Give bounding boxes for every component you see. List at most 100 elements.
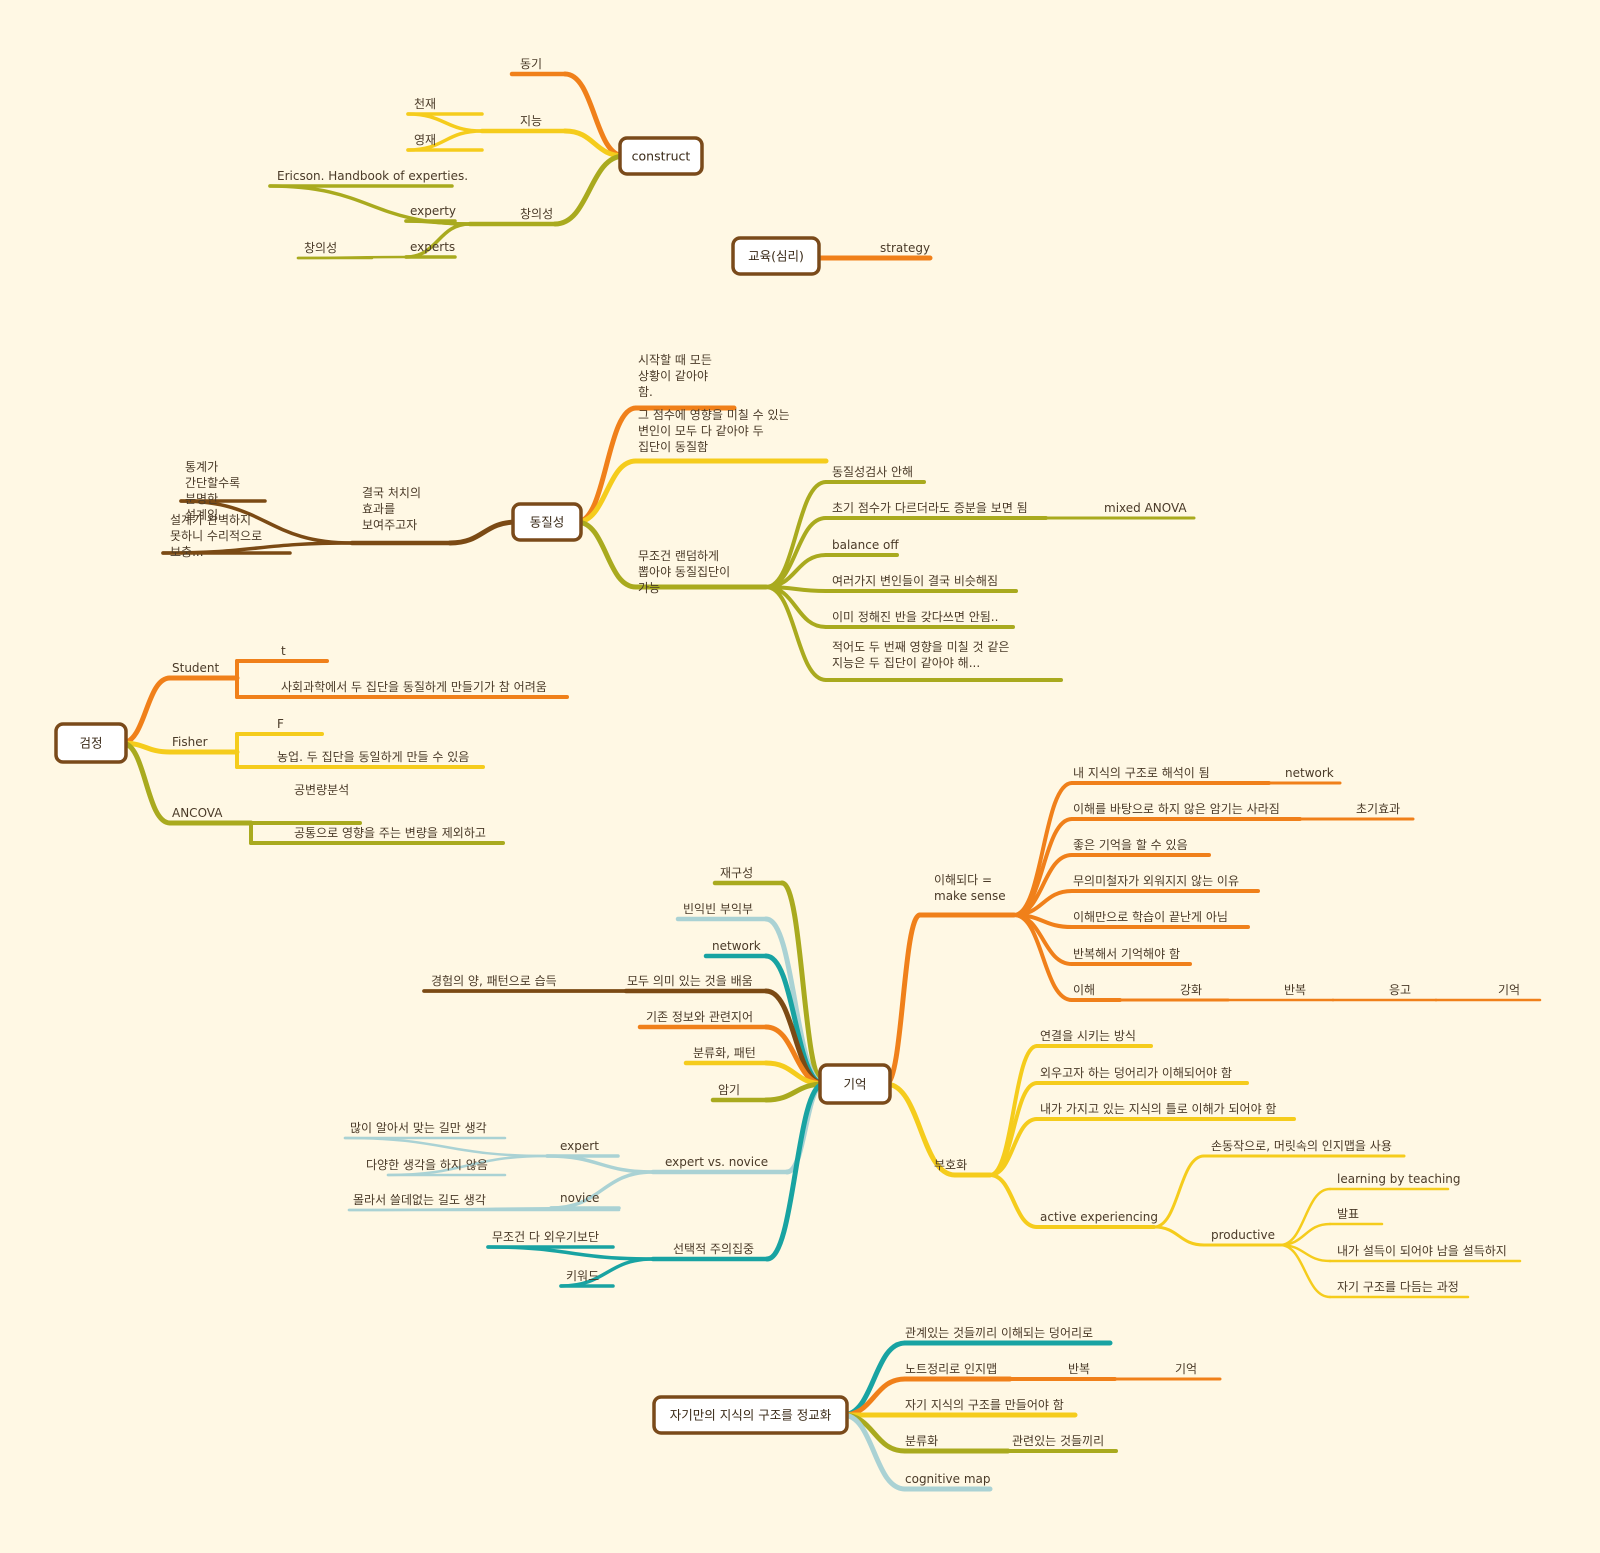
topic-label-3-1[interactable]: Fisher xyxy=(172,735,208,749)
topic-label-4-9-4[interactable]: 이해만으로 학습이 끝난게 아님 xyxy=(1073,910,1228,924)
topic-label-4-0[interactable]: 재구성 xyxy=(720,866,753,880)
topic-label-4-7-1-0[interactable]: 몰라서 쓸데없는 길도 생각 xyxy=(353,1193,486,1207)
topic-label-4-6[interactable]: 암기 xyxy=(718,1083,740,1097)
central-topic-3[interactable]: 검정 xyxy=(54,722,128,764)
topic-label-3-1-0[interactable]: F xyxy=(277,717,284,731)
topic-label-4-9-0-0[interactable]: network xyxy=(1285,766,1334,780)
topic-label-3-1-1[interactable]: 농업. 두 집단을 동일하게 만들 수 있음 xyxy=(277,750,469,764)
topic-label-0-1[interactable]: 지능 xyxy=(520,114,542,128)
topic-label-4-7[interactable]: expert vs. novice xyxy=(665,1155,768,1169)
topic-label-3-2[interactable]: ANCOVA xyxy=(172,806,223,820)
topic-label-5-2[interactable]: 자기 지식의 구조를 만들어야 함 xyxy=(905,1398,1064,1412)
topic-label-3-0-1[interactable]: 사회과학에서 두 집단을 동질하게 만들기가 참 어려움 xyxy=(281,680,547,694)
connector-2-2-5 xyxy=(764,585,828,682)
connector-4-9 xyxy=(883,912,923,1087)
connector-2-2 xyxy=(574,519,639,590)
topic-label-4-10[interactable]: 부호화 xyxy=(934,1158,967,1172)
topic-label-4-3[interactable]: 모두 의미 있는 것을 배움 xyxy=(627,974,753,988)
topic-label-4-3-0[interactable]: 경험의 양, 패턴으로 습득 xyxy=(431,974,557,988)
topic-label-2-2-2[interactable]: balance off xyxy=(832,538,899,552)
topic-label-4-9-6-0-0[interactable]: 반복 xyxy=(1284,983,1306,997)
topic-label-4-9[interactable]: 이해되다 =make sense xyxy=(934,873,1006,903)
topic-label-4-8-0[interactable]: 무조건 다 외우기보단 xyxy=(492,1230,599,1244)
topic-label-4-10-3-1-0[interactable]: learning by teaching xyxy=(1337,1172,1461,1186)
topic-label-4-1[interactable]: 빈익빈 부익부 xyxy=(683,902,753,916)
topic-label-4-9-0[interactable]: 내 지식의 구조로 해석이 됨 xyxy=(1073,766,1210,780)
connector-2-3 xyxy=(447,519,520,546)
topic-label-4-9-6[interactable]: 이해 xyxy=(1073,983,1095,997)
topic-label-0-2[interactable]: 창의성 xyxy=(520,207,553,221)
topic-label-3-0[interactable]: Student xyxy=(172,661,220,675)
topic-label-4-9-6-0-0-0-0[interactable]: 기억 xyxy=(1498,983,1520,997)
topic-label-4-10-3-1[interactable]: productive xyxy=(1211,1228,1275,1242)
topic-label-0-1-0[interactable]: 천재 xyxy=(414,96,436,111)
topic-label-4-2[interactable]: network xyxy=(712,939,761,953)
topic-label-4-7-1[interactable]: novice xyxy=(560,1191,599,1205)
topic-label-5-1-0-0[interactable]: 기억 xyxy=(1175,1362,1197,1376)
topic-label-5-3-0[interactable]: 관련있는 것들끼리 xyxy=(1012,1434,1104,1448)
topic-label-4-9-1[interactable]: 이해를 바탕으로 하지 않은 암기는 사라짐 xyxy=(1073,802,1280,816)
topic-label-0-1-1[interactable]: 영재 xyxy=(414,133,436,147)
topic-label-4-9-3[interactable]: 무의미철자가 외워지지 않는 이유 xyxy=(1073,874,1239,888)
connector-4-10 xyxy=(883,1081,958,1178)
connector-4-9-6 xyxy=(1012,913,1074,1002)
connector-2-1 xyxy=(574,458,639,525)
topic-label-4-10-3-1-1[interactable]: 발표 xyxy=(1337,1207,1359,1221)
topic-label-1-0[interactable]: strategy xyxy=(880,241,930,255)
topic-label-4-9-2[interactable]: 좋은 기억을 할 수 있음 xyxy=(1073,838,1188,852)
topic-label-2-2-1-0[interactable]: mixed ANOVA xyxy=(1104,501,1187,515)
central-topic-label: 동질성 xyxy=(530,515,565,530)
topic-label-4-10-2[interactable]: 내가 가지고 있는 지식의 틀로 이해가 되어야 함 xyxy=(1040,1102,1276,1116)
topic-label-4-7-0-1[interactable]: 다양한 생각을 하지 않음 xyxy=(366,1158,488,1172)
topic-label-0-2-2[interactable]: experts xyxy=(410,240,455,254)
topic-label-0-2-0[interactable]: Ericson. Handbook of experties. xyxy=(277,169,468,183)
topic-label-2-2-3[interactable]: 여러가지 변인들이 결국 비슷해짐 xyxy=(832,574,998,588)
topic-label-3-0-0[interactable]: t xyxy=(281,644,286,658)
topic-label-2-2-1[interactable]: 초기 점수가 다르더라도 증분을 보면 됨 xyxy=(832,501,1028,515)
topic-label-0-2-1[interactable]: experty xyxy=(410,204,456,218)
topic-label-4-9-1-0[interactable]: 초기효과 xyxy=(1356,802,1400,816)
central-topic-box xyxy=(731,236,821,276)
topic-label-5-4[interactable]: cognitive map xyxy=(905,1472,991,1486)
connector-2-3-0 xyxy=(179,499,354,545)
topic-label-4-9-6-0-0-0[interactable]: 응고 xyxy=(1389,983,1411,997)
central-topic-2[interactable]: 동질성 xyxy=(511,502,583,542)
topic-label-4-10-0[interactable]: 연결을 시키는 방식 xyxy=(1040,1029,1136,1043)
topic-label-4-10-3-1-2[interactable]: 내가 설득이 되어야 남을 설득하지 xyxy=(1337,1244,1507,1258)
topic-label-4-10-3[interactable]: active experiencing xyxy=(1040,1210,1158,1224)
topic-label-4-9-5[interactable]: 반복해서 기억해야 함 xyxy=(1073,947,1180,961)
topic-label-4-7-0[interactable]: expert xyxy=(560,1139,599,1153)
topic-label-3-2-1[interactable]: 공통으로 영향을 주는 변량을 제외하고 xyxy=(294,826,486,840)
topic-label-5-3[interactable]: 분류화 xyxy=(905,1434,938,1448)
topic-label-4-10-1[interactable]: 외우고자 하는 덩어리가 이해되어야 함 xyxy=(1040,1066,1232,1080)
topic-label-4-8-1[interactable]: 키워드 xyxy=(566,1269,599,1283)
central-topic-4[interactable]: 기억 xyxy=(818,1063,892,1105)
central-topic-1[interactable]: 교육(심리) xyxy=(731,236,821,276)
topic-label-4-4[interactable]: 기존 정보와 관련지어 xyxy=(646,1010,753,1024)
topic-label-4-10-3-1-3[interactable]: 자기 구조를 다듬는 과정 xyxy=(1337,1280,1459,1294)
topic-label-5-1[interactable]: 노트정리로 인지맵 xyxy=(905,1362,997,1376)
topic-label-4-5[interactable]: 분류화, 패턴 xyxy=(693,1046,756,1060)
topic-label-3-2-0[interactable]: 공변량분석 xyxy=(294,783,349,797)
topic-label-0-0[interactable]: 동기 xyxy=(520,57,542,71)
topic-label-5-1-0[interactable]: 반복 xyxy=(1068,1362,1090,1376)
topic-label-2-2-4[interactable]: 이미 정해진 반을 갖다쓰면 안됨.. xyxy=(832,610,998,624)
connector-4-8 xyxy=(764,1081,827,1262)
central-topic-5[interactable]: 자기만의 지식의 구조를 정교화 xyxy=(652,1395,849,1435)
topic-label-5-0[interactable]: 관계있는 것들끼리 이해되는 덩어리로 xyxy=(905,1326,1093,1340)
topic-label-2-2-0[interactable]: 동질성검사 안해 xyxy=(832,465,913,479)
central-topic-0[interactable]: construct xyxy=(618,136,704,176)
topic-label-0-2-2-0[interactable]: 창의성 xyxy=(304,241,337,255)
topic-label-4-9-6-0[interactable]: 강화 xyxy=(1180,983,1202,997)
topic-label-4-10-3-0[interactable]: 손동작으로, 머릿속의 인지맵을 사용 xyxy=(1211,1139,1392,1153)
topic-label-4-8[interactable]: 선택적 주의집중 xyxy=(673,1242,754,1256)
central-topic-label: 자기만의 지식의 구조를 정교화 xyxy=(670,1408,832,1423)
topic-label-4-7-0-0[interactable]: 많이 알아서 맞는 길만 생각 xyxy=(350,1121,487,1135)
